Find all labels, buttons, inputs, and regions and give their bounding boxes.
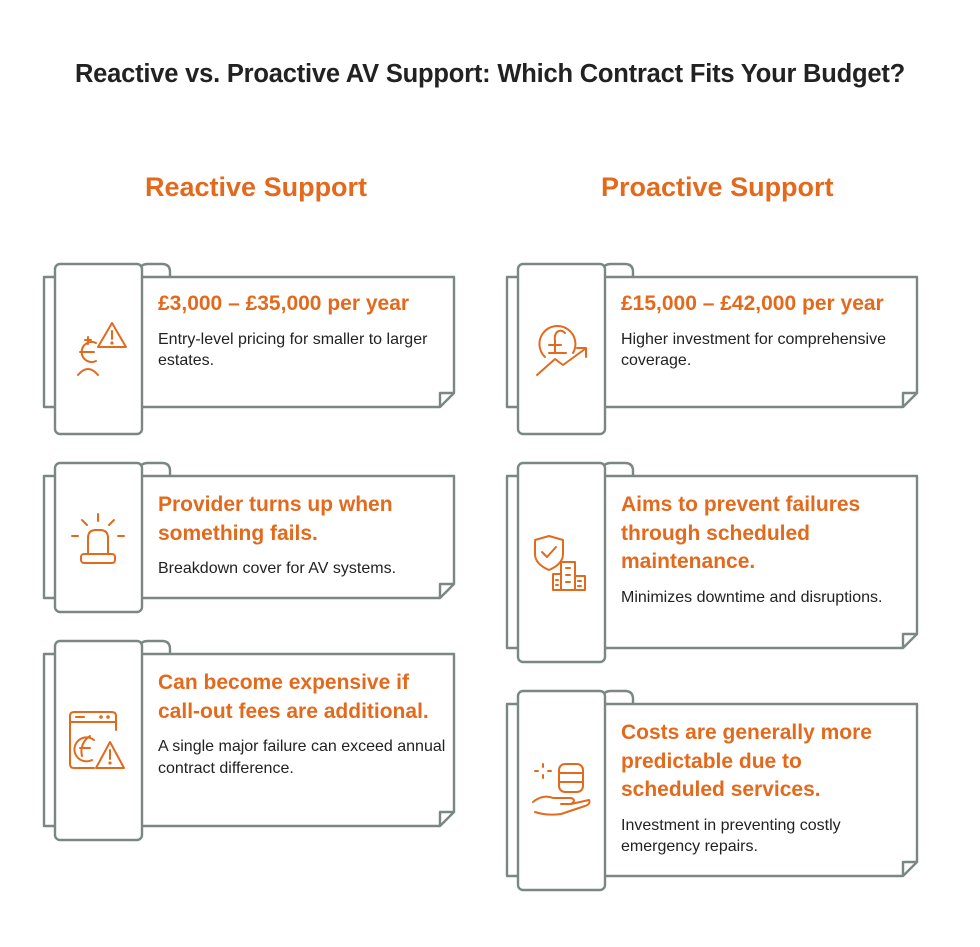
card-description: Investment in preventing costly emergenc… (621, 816, 841, 856)
scroll-frame (505, 262, 919, 436)
card-headline: Can become expensive if call-out fees ar… (158, 671, 429, 723)
proactive-card-maintenance: Aims to prevent failures through schedul… (503, 461, 923, 664)
reactive-column-heading: Reactive Support (145, 172, 368, 202)
euro-person-warning-icon (77, 322, 127, 376)
proactive-card-pricing: £15,000 – £42,000 per year Higher invest… (503, 262, 923, 436)
card-description: Breakdown cover for AV systems. (158, 560, 397, 577)
proactive-card-predictable-costs: Costs are generally more predictable due… (503, 689, 923, 892)
shield-buildings-icon (534, 535, 586, 591)
proactive-column-heading: Proactive Support (601, 172, 834, 202)
card-description: A single major failure can exceed annual… (158, 738, 446, 777)
card-description: Minimizes downtime and disruptions. (621, 588, 883, 606)
reactive-card-breakdown: Provider turns up when something fails. … (40, 461, 460, 614)
euro-bill-warning-icon (69, 711, 125, 769)
scroll-frame (42, 262, 456, 436)
card-headline: Aims to prevent failures through schedul… (621, 493, 861, 573)
pound-growth-icon (536, 324, 587, 376)
card-headline: Provider turns up when something fails. (158, 493, 393, 545)
card-headline: £3,000 – £35,000 per year (158, 292, 410, 315)
card-headline: £15,000 – £42,000 per year (621, 292, 884, 315)
siren-alarm-icon (71, 513, 125, 564)
card-description: Higher investment for comprehensive cove… (621, 330, 887, 370)
hand-coins-icon (532, 763, 591, 816)
card-description: Entry-level pricing for smaller to large… (158, 330, 428, 370)
reactive-card-pricing: £3,000 – £35,000 per year Entry-level pr… (40, 262, 460, 436)
page-title: Reactive vs. Proactive AV Support: Which… (74, 60, 906, 88)
scroll-frame (42, 461, 456, 614)
card-headline: Costs are generally more predictable due… (621, 721, 872, 801)
reactive-card-callout-fees: Can become expensive if call-out fees ar… (40, 639, 460, 842)
scroll-frame (42, 639, 456, 842)
